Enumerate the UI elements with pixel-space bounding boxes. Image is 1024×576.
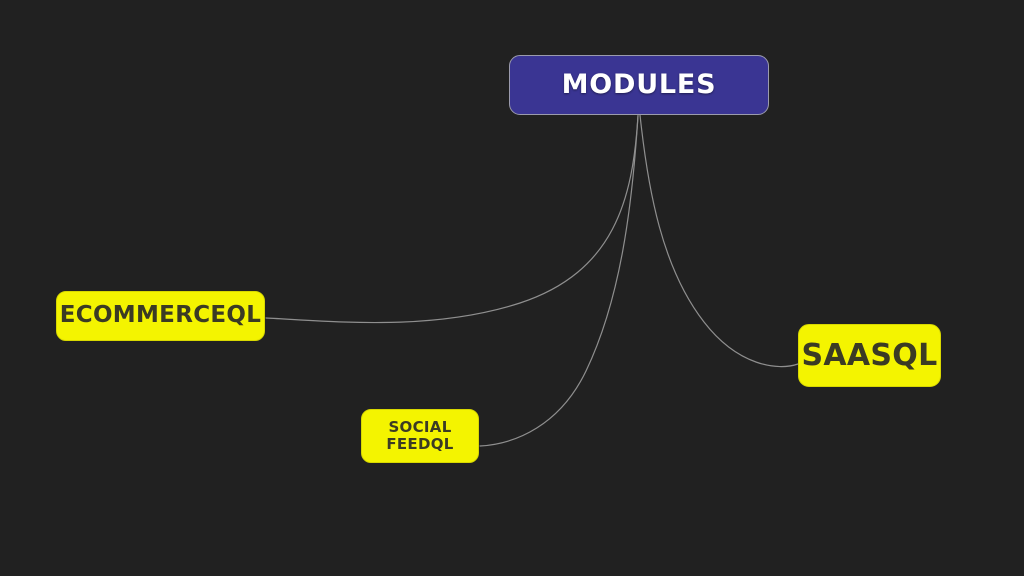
edge-modules-socialfeedql (479, 115, 639, 447)
node-modules[interactable]: MODULES (509, 55, 769, 115)
node-ecommerceql[interactable]: ECOMMERCEQL (56, 291, 265, 341)
edge-modules-saasql (639, 114, 799, 368)
node-modules-label: MODULES (561, 68, 717, 100)
edge-modules-ecommerceql (265, 114, 639, 324)
node-ecommerceql-label: ECOMMERCEQL (59, 302, 262, 329)
node-saasql-label: SAASQL (801, 337, 938, 373)
node-socialfeedql[interactable]: SOCIAL FEEDQL (361, 409, 479, 463)
node-socialfeedql-label: SOCIAL FEEDQL (386, 418, 454, 453)
node-saasql[interactable]: SAASQL (798, 324, 941, 387)
